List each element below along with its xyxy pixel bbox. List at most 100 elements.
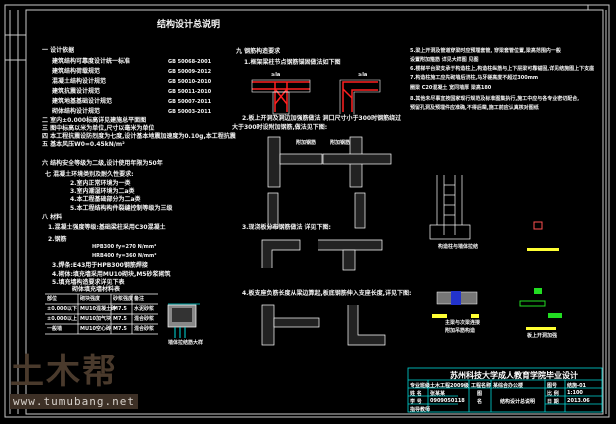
beam-column-joint-rebar: [252, 81, 378, 112]
basis-item-name: 建筑结构可靠度设计统一标准: [52, 58, 131, 65]
hanger-rebar-detail: [519, 288, 562, 330]
left-note: 4.砌体:填充墙采用MU10砌块,M5砂浆砌筑: [52, 271, 171, 278]
title-block-cell: 图号: [547, 383, 558, 389]
title-block-cell: 土木工程2009级: [430, 383, 469, 389]
right-note: 8.其他未尽事宜按国家现行规范及标准图集执行,施工中应与各专业密切配合,: [410, 96, 580, 102]
detail-label: 板上开洞加强: [527, 333, 558, 339]
table-cell: ±0.000以下: [47, 306, 78, 312]
section-heading: 一 设计依据: [42, 47, 75, 54]
basis-item-code: GB 50068-2001: [168, 59, 212, 65]
small-section-mark: [533, 221, 543, 230]
basis-item-code: GB 50010-2010: [168, 79, 212, 85]
title-block-cell: 名: [477, 399, 483, 405]
table-cell: MU10混凝土砖: [80, 306, 116, 312]
mid-note-4: 4.板支座负筋长度从梁边算起,板底钢筋伸入支座长度,详见下图:: [242, 290, 412, 297]
title-block-cell: 指导教师: [410, 407, 431, 413]
table-header: 砌块强度: [80, 296, 101, 302]
title-block-cell: 图: [477, 391, 483, 397]
right-note: 6.楼梯平台梁支承于构造柱上,构造柱纵筋与上下层梁可靠锚固,详见结施图上下支座: [410, 66, 595, 72]
left-note: 4.本工程基础部分为二a类: [70, 196, 141, 203]
basis-item-name: 砌体结构设计规范: [52, 108, 101, 115]
title-block-cell: 日 期: [547, 399, 559, 405]
detail-label: 主梁与次梁连接: [445, 320, 481, 326]
left-note: 5.填充墙构造要求详见下表: [52, 279, 125, 286]
right-note: 7.构造柱施工应先砌墙后浇柱,马牙槎高度不超过300mm: [410, 75, 539, 81]
detail-label: 墙体拉结筋大样: [168, 340, 204, 346]
dim-label: ≥la: [358, 72, 368, 78]
left-note: HPB300 fy=270 N/mm²: [92, 244, 157, 250]
title-block-cell: 结施-01: [567, 383, 587, 389]
table-header: 备注: [134, 296, 145, 302]
table-cell: M7.5: [113, 326, 127, 332]
basis-item-code: GB 50003-2011: [168, 109, 212, 115]
table-cell: 混合砂浆: [134, 316, 155, 322]
table-header: 部位: [47, 296, 58, 302]
column-detail: [429, 175, 471, 240]
label-underline: [527, 248, 559, 251]
right-note: 预留孔洞及预埋件应准确,不得后凿,施工前应认真核对图纸: [410, 105, 539, 111]
beam-connection-detail: [432, 291, 479, 318]
section-heading-mid: 九 钢筋构造要求: [236, 48, 281, 55]
right-note: 圈梁 C20混凝土 宽同墙厚 梁高180: [410, 85, 492, 91]
table-cell: MU10加气块: [80, 316, 111, 322]
dim-label: ≥la: [271, 72, 281, 78]
left-note: 五 基本风压W0=0.45kN/m²: [42, 141, 125, 148]
left-note: 3.室内潮湿环境为二a类: [70, 188, 135, 195]
detail-label: 构造柱与墙体拉结: [438, 244, 479, 250]
title-block-cell: 2013.06: [567, 398, 590, 404]
basis-item-code: GB 50011-2010: [168, 89, 212, 95]
basis-item-name: 建筑地基基础设计规范: [52, 98, 113, 105]
right-note: 设置附加箍筋 详见大样图 见图: [410, 57, 479, 63]
left-note: 2.钢筋: [48, 236, 67, 243]
left-note: 2.室内正常环境为一类: [70, 180, 131, 187]
left-note: 1.混凝土强度等级:基础梁柱采用C30混凝土: [48, 224, 166, 231]
left-note: 七 混凝土环境类别及耐久性要求:: [45, 171, 134, 178]
detail-label: 附加吊筋构造: [445, 328, 476, 334]
mid-note-3: 3.现浇板分布钢筋做法 详见下图:: [242, 224, 331, 231]
title-block-school: 苏州科技大学成人教育学院毕业设计: [450, 371, 578, 380]
left-note: 5.本工程结构构件裂缝控制等级为三级: [70, 205, 173, 212]
title-block-cell: 专业班级: [410, 383, 431, 389]
title-block-cell: 学 号: [410, 399, 422, 405]
table-cell: 一般墙: [47, 326, 63, 332]
dim-label: 附加钢筋: [330, 140, 351, 146]
table-cell: M7.5: [113, 316, 127, 322]
table-title: 砌体填充墙材料表: [72, 286, 121, 293]
table-cell: MU10空心砖: [80, 326, 111, 332]
watermark: 土木帮 www.tumubang.net: [10, 354, 138, 409]
mid-note-1: 1.框架梁柱节点钢筋锚固做法如下图: [244, 59, 341, 66]
title-block-cell: 1:100: [567, 390, 583, 396]
wall-tie-detail: [167, 303, 200, 338]
detail-label: 圈梁与构造柱连接: [527, 243, 568, 249]
title-block-cell: 0909050118: [430, 398, 465, 404]
joint-outlines: [251, 79, 381, 115]
watermark-url: www.tumubang.net: [10, 394, 138, 409]
left-note: 六 结构安全等级为二级,设计使用年限为50年: [42, 160, 163, 167]
mid-note-2: 2.板上开洞及洞边加强筋做法 洞口尺寸小于300时钢筋绕过: [242, 115, 402, 122]
left-note: HRB400 fy=360 N/mm²: [92, 253, 157, 259]
material-table-grid: [45, 293, 158, 335]
left-note: 四 本工程抗震设防烈度为七度,设计基本地震加速度为0.10g,本工程抗震: [42, 133, 236, 140]
mid-note-2b: 大于300时设附加钢筋,做法见下图:: [232, 124, 328, 131]
table-header: 砂浆强度: [113, 296, 134, 302]
title-block-cell: 工程名称: [471, 383, 492, 389]
title-block-cell: 某综合办公楼: [493, 383, 524, 389]
table-cell: M7.5: [113, 306, 127, 312]
basis-item-name: 建筑抗震设计规范: [52, 88, 101, 95]
table-cell: 混合砂浆: [134, 326, 155, 332]
slab-reinforcement-details: [261, 136, 392, 346]
table-cell: ±0.000以上: [47, 316, 78, 322]
title-block-grid: [407, 367, 603, 413]
left-note: 3.焊条:E43用于HPB300钢筋焊接: [52, 262, 148, 269]
title-block-cell: 姓 名: [410, 391, 422, 397]
basis-item-name: 建筑结构荷载规范: [52, 68, 101, 75]
basis-item-code: GB 50007-2011: [168, 99, 212, 105]
watermark-logo: 土木帮: [10, 352, 118, 392]
basis-item-name: 混凝土结构设计规范: [52, 78, 107, 85]
drawing-frame: [4, 4, 610, 418]
table-cell: 水泥砂浆: [134, 306, 155, 312]
title-block-drawing-name: 结构设计总说明: [500, 399, 536, 405]
dim-label: 附加钢筋: [296, 140, 317, 146]
